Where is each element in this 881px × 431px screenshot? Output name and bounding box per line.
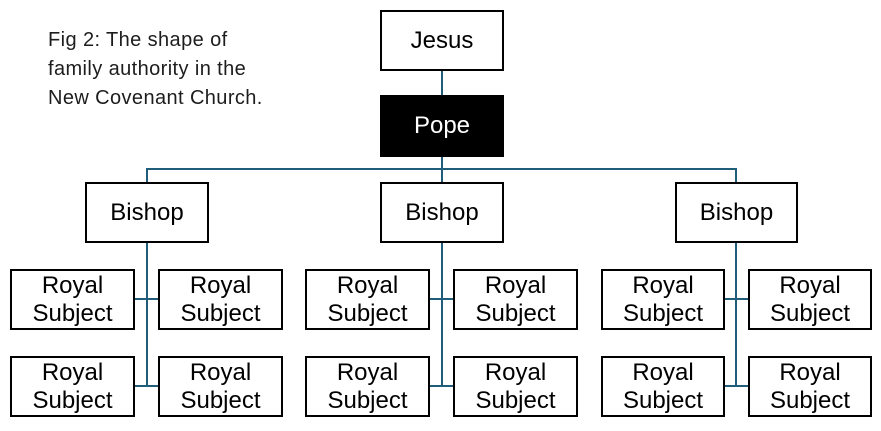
node-royal-subject-1-3: Royal Subject bbox=[10, 356, 135, 417]
connector-group-3-spine bbox=[735, 243, 737, 387]
node-royal-subject-3-2: Royal Subject bbox=[748, 269, 872, 330]
connector-group-1-spine bbox=[146, 243, 148, 387]
connector-group-1-row-2-stub bbox=[135, 385, 158, 387]
connector-main-horizontal bbox=[146, 168, 737, 170]
node-bishop-2: Bishop bbox=[380, 182, 504, 243]
figure-caption: Fig 2: The shape of family authority in … bbox=[48, 26, 263, 113]
node-royal-subject-3-1: Royal Subject bbox=[601, 269, 725, 330]
node-pope: Pope bbox=[380, 95, 504, 157]
caption-line-1: Fig 2: The shape of bbox=[48, 29, 228, 51]
node-jesus: Jesus bbox=[380, 10, 504, 71]
node-bishop-1: Bishop bbox=[85, 182, 209, 243]
node-royal-subject-2-4: Royal Subject bbox=[453, 356, 578, 417]
caption-line-2: family authority in the bbox=[48, 58, 247, 80]
caption-line-3: New Covenant Church. bbox=[48, 87, 263, 109]
node-royal-subject-3-3: Royal Subject bbox=[601, 356, 725, 417]
connector-jesus-pope bbox=[441, 70, 443, 97]
node-royal-subject-1-4: Royal Subject bbox=[158, 356, 283, 417]
node-royal-subject-2-3: Royal Subject bbox=[305, 356, 430, 417]
connector-group-3-row-1-stub bbox=[725, 298, 748, 300]
connector-pope-down bbox=[441, 157, 443, 184]
connector-group-2-spine bbox=[441, 243, 443, 387]
node-bishop-3: Bishop bbox=[675, 182, 798, 243]
node-royal-subject-1-2: Royal Subject bbox=[158, 269, 283, 330]
connector-elbow-left bbox=[146, 168, 148, 184]
node-royal-subject-1-1: Royal Subject bbox=[10, 269, 135, 330]
connector-group-3-row-2-stub bbox=[725, 385, 748, 387]
connector-group-2-row-1-stub bbox=[430, 298, 453, 300]
node-royal-subject-3-4: Royal Subject bbox=[748, 356, 872, 417]
node-royal-subject-2-1: Royal Subject bbox=[305, 269, 430, 330]
connector-elbow-right bbox=[735, 168, 737, 184]
node-royal-subject-2-2: Royal Subject bbox=[453, 269, 578, 330]
connector-group-2-row-2-stub bbox=[430, 385, 453, 387]
connector-group-1-row-1-stub bbox=[135, 298, 158, 300]
